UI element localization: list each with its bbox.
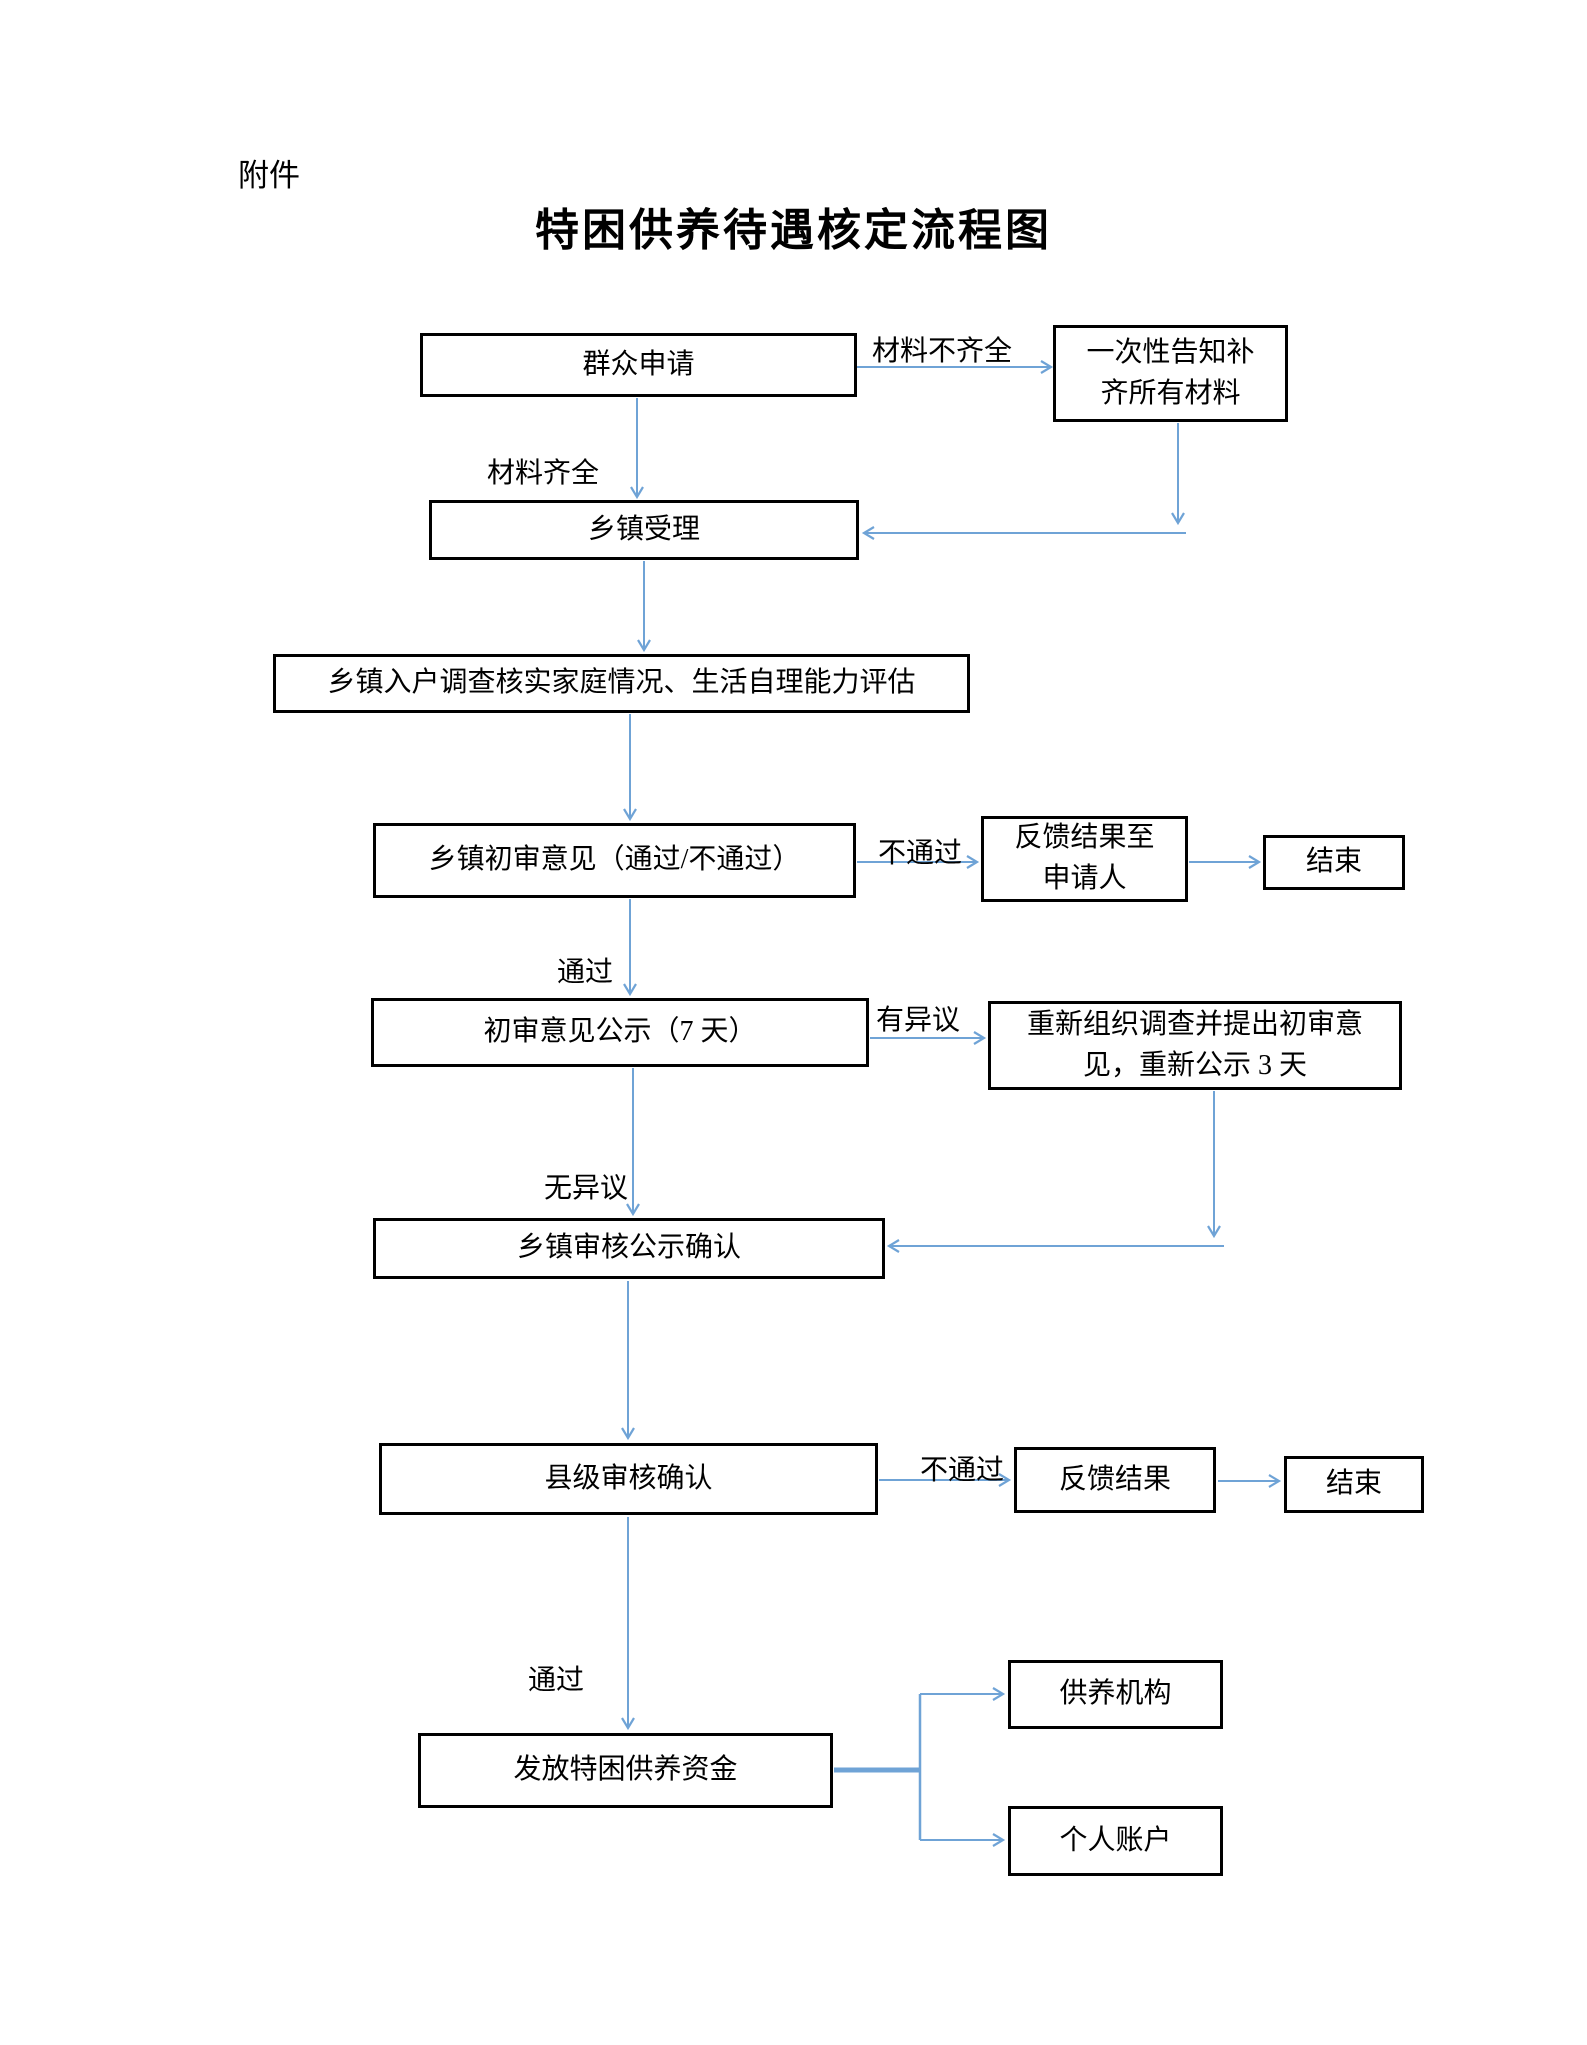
node-end-2: 结束 — [1284, 1456, 1424, 1513]
edge-label-material-complete: 材料齐全 — [487, 458, 600, 489]
edge-label-county-pass: 通过 — [528, 1665, 585, 1696]
edge-label-initial-fail: 不通过 — [878, 838, 963, 869]
node-feedback-result: 反馈结果 — [1014, 1447, 1216, 1513]
node-publicity-7-days: 初审意见公示（7 天） — [371, 998, 869, 1067]
node-end-1: 结束 — [1263, 835, 1405, 890]
node-initial-review-opinion: 乡镇初审意见（通过/不通过） — [373, 823, 856, 898]
node-reinvestigate-republish: 重新组织调查并提出初审意 见，重新公示 3 天 — [988, 1001, 1402, 1090]
node-township-audit-confirm: 乡镇审核公示确认 — [373, 1218, 885, 1279]
node-public-application: 群众申请 — [420, 333, 857, 397]
edge-label-county-fail: 不通过 — [920, 1455, 1005, 1486]
attachment-label: 附件 — [238, 158, 300, 193]
node-grant-funds: 发放特困供养资金 — [418, 1733, 833, 1808]
node-one-time-notify: 一次性告知补 齐所有材料 — [1053, 325, 1288, 422]
edge-label-material-incomplete: 材料不齐全 — [872, 336, 1013, 367]
node-household-investigation: 乡镇入户调查核实家庭情况、生活自理能力评估 — [273, 654, 970, 713]
page-title: 特困供养待遇核定流程图 — [535, 206, 1052, 255]
node-support-institution: 供养机构 — [1008, 1660, 1223, 1729]
node-feedback-to-applicant: 反馈结果至 申请人 — [981, 816, 1188, 902]
edge-label-objection: 有异议 — [876, 1005, 961, 1036]
node-township-acceptance: 乡镇受理 — [429, 500, 859, 560]
edge-label-no-objection: 无异议 — [544, 1173, 629, 1204]
node-county-audit-confirm: 县级审核确认 — [379, 1443, 878, 1515]
edge-label-initial-pass: 通过 — [557, 957, 614, 988]
node-personal-account: 个人账户 — [1008, 1806, 1223, 1876]
